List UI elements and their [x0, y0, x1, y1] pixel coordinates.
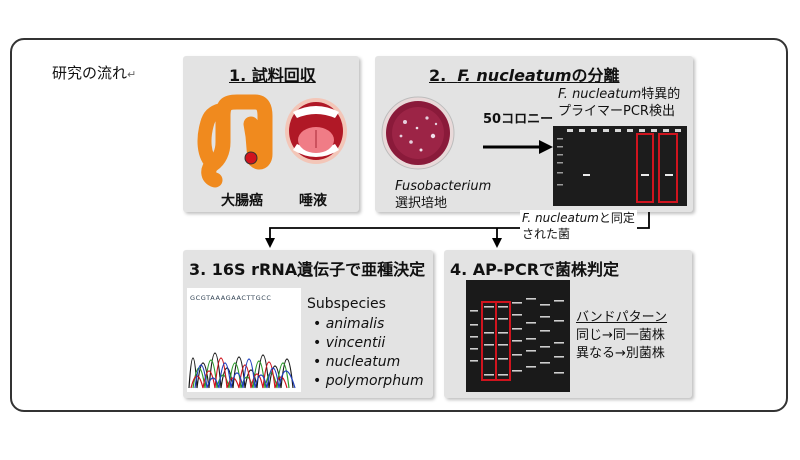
petri-dish-image	[381, 96, 455, 170]
label-saliva: 唾液	[299, 193, 327, 209]
panel1-title: 1. 試料回収	[229, 66, 316, 85]
subspecies-item: • nucleatum	[313, 354, 401, 370]
subspecies-item: • animalis	[313, 316, 385, 332]
chromatogram: GCGTAAAGAACTTGCC	[187, 288, 301, 392]
subspecies-heading: Subspecies	[307, 296, 386, 312]
panel2-title: 2. F. nucleatumの分離	[429, 66, 620, 85]
identified-label: F. nucleatumと同定された菌	[520, 210, 637, 242]
panel3-title: 3. 16S rRNA遺伝子で亜種決定	[189, 260, 426, 279]
pcr-gel-image	[553, 126, 687, 206]
subspecies-item: • vincentii	[313, 335, 386, 351]
same-strain-rule: 同じ→同一菌株	[576, 328, 665, 343]
subspecies-item: • polymorphum	[313, 373, 424, 389]
panel-strain-typing: 4. AP-PCRで菌株判定 バンドパターン 同じ→同一菌株 異なる→別菌株	[444, 250, 692, 398]
different-strain-rule: 異なる→別菌株	[576, 346, 665, 361]
outer-frame	[10, 38, 788, 412]
page-heading: 研究の流れ↵	[52, 64, 137, 82]
pcr-label: F. nucleatum特異的プライマーPCR検出	[558, 87, 681, 119]
band-pattern-label: バンドパターン	[576, 310, 668, 325]
mouth-icon	[285, 98, 347, 164]
colony-count: 50コロニー	[483, 112, 554, 127]
panel4-title: 4. AP-PCRで菌株判定	[450, 260, 620, 279]
ap-pcr-gel-image	[466, 280, 570, 392]
panel-sample-collection: 1. 試料回収 大腸癌 唾液	[183, 56, 359, 212]
sequence-text: GCGTAAAGAACTTGCC	[190, 294, 272, 302]
colon-icon	[197, 94, 273, 188]
label-colorectal-cancer: 大腸癌	[221, 193, 263, 209]
connector-arrows	[265, 212, 650, 248]
arrow-right-icon	[483, 140, 553, 154]
panel-subspecies: 3. 16S rRNA遺伝子で亜種決定 GCGTAAAGAACTTGCC Sub…	[183, 250, 433, 398]
chromatogram-peaks	[188, 352, 296, 389]
